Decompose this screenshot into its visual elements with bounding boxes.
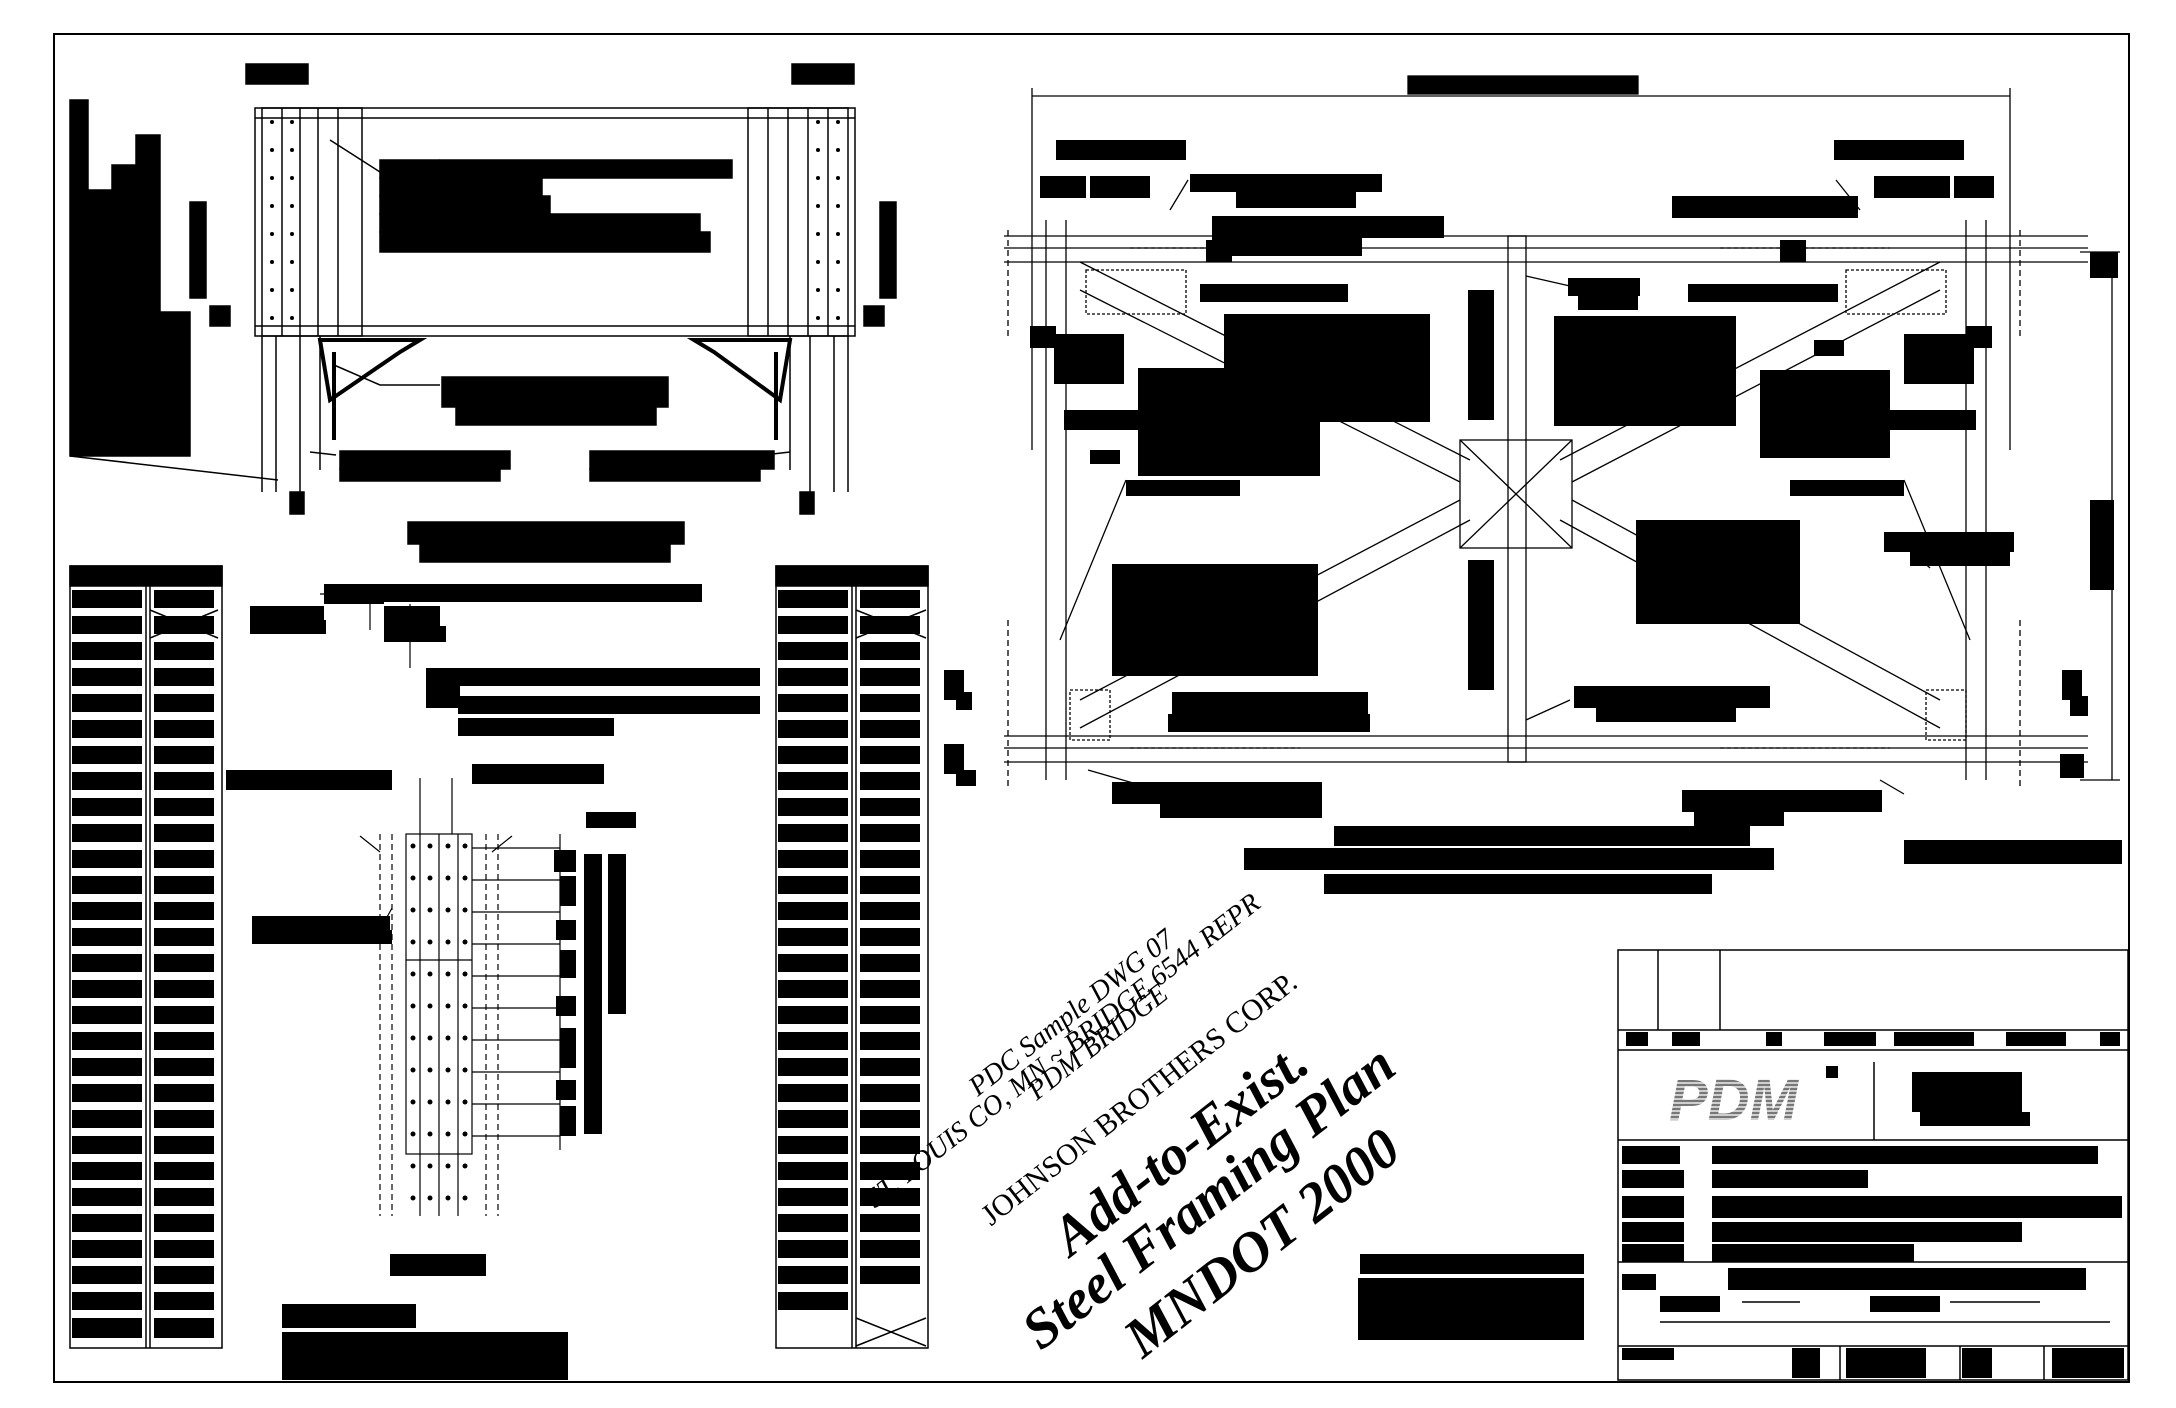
framing-plan <box>944 75 2122 894</box>
redacted-notes-block <box>69 99 191 457</box>
redacted-callout <box>379 159 733 179</box>
title-block <box>1617 949 2129 1381</box>
redacted-label <box>791 63 855 85</box>
redacted-view-title <box>407 521 685 545</box>
notes-block <box>1358 1254 1584 1340</box>
bolt-schedule-table-left <box>69 565 223 1349</box>
splice-detail <box>226 584 760 1380</box>
elevation-detail <box>69 63 897 563</box>
redacted-label <box>245 63 309 85</box>
sheet-border <box>53 33 2130 1383</box>
bolt-schedule-table-right <box>775 565 929 1349</box>
pdm-logo: PDM <box>1669 1072 1800 1128</box>
logo-text: PDM <box>1669 1072 1800 1128</box>
